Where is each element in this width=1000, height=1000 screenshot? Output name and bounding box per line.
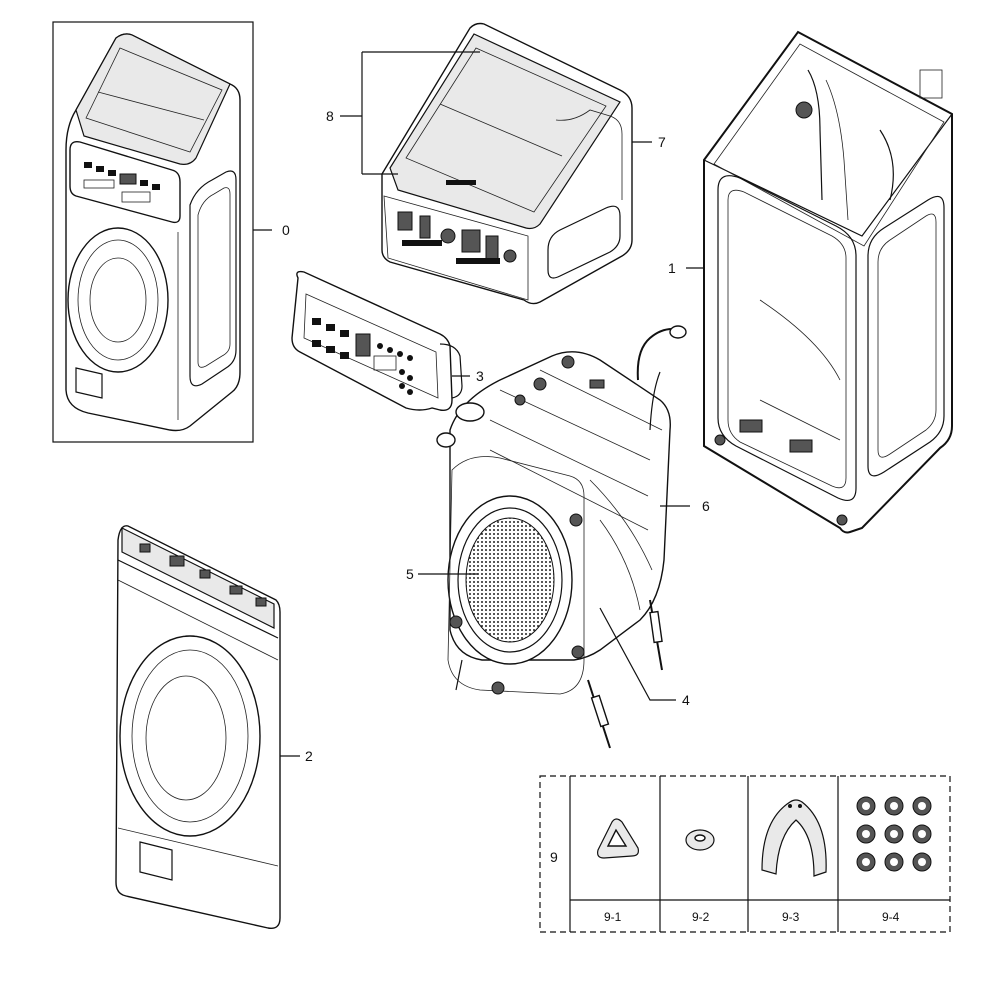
kit-item-9-2-drawing [685,829,715,851]
callout-2: 2 [305,748,313,764]
kit-item-9-3-label: 9-3 [782,910,800,924]
callout-5: 5 [406,566,414,582]
callout-1: 1 [668,260,676,276]
callout-6: 6 [702,498,710,514]
kit-item-9-4-label: 9-4 [882,910,900,924]
part-2-front-panel [115,525,300,929]
part-1-cabinet [686,30,953,534]
part-0-assembled-washer [52,21,272,443]
kit-label: 9 [550,849,558,865]
callout-4: 4 [682,692,690,708]
callout-3: 3 [476,368,484,384]
kit-item-9-1-drawing [597,818,639,859]
kit-item-9-4-drawing [856,796,932,872]
kit-item-9-2-label: 9-2 [692,910,710,924]
callout-7: 7 [658,134,666,150]
part-4-5-6-tub-assembly [418,325,690,749]
part-3-control-panel [291,270,470,411]
kit-item-9-3-drawing [761,799,827,877]
part-9-accessory-kit: 9 9-1 9-2 9-3 [539,775,951,933]
part-7-8-top-cover [381,22,633,305]
callout-labels: 0 1 2 3 4 5 6 7 8 [282,51,710,764]
callout-8: 8 [326,108,334,124]
kit-item-9-1-label: 9-1 [604,910,622,924]
callout-0: 0 [282,222,290,238]
